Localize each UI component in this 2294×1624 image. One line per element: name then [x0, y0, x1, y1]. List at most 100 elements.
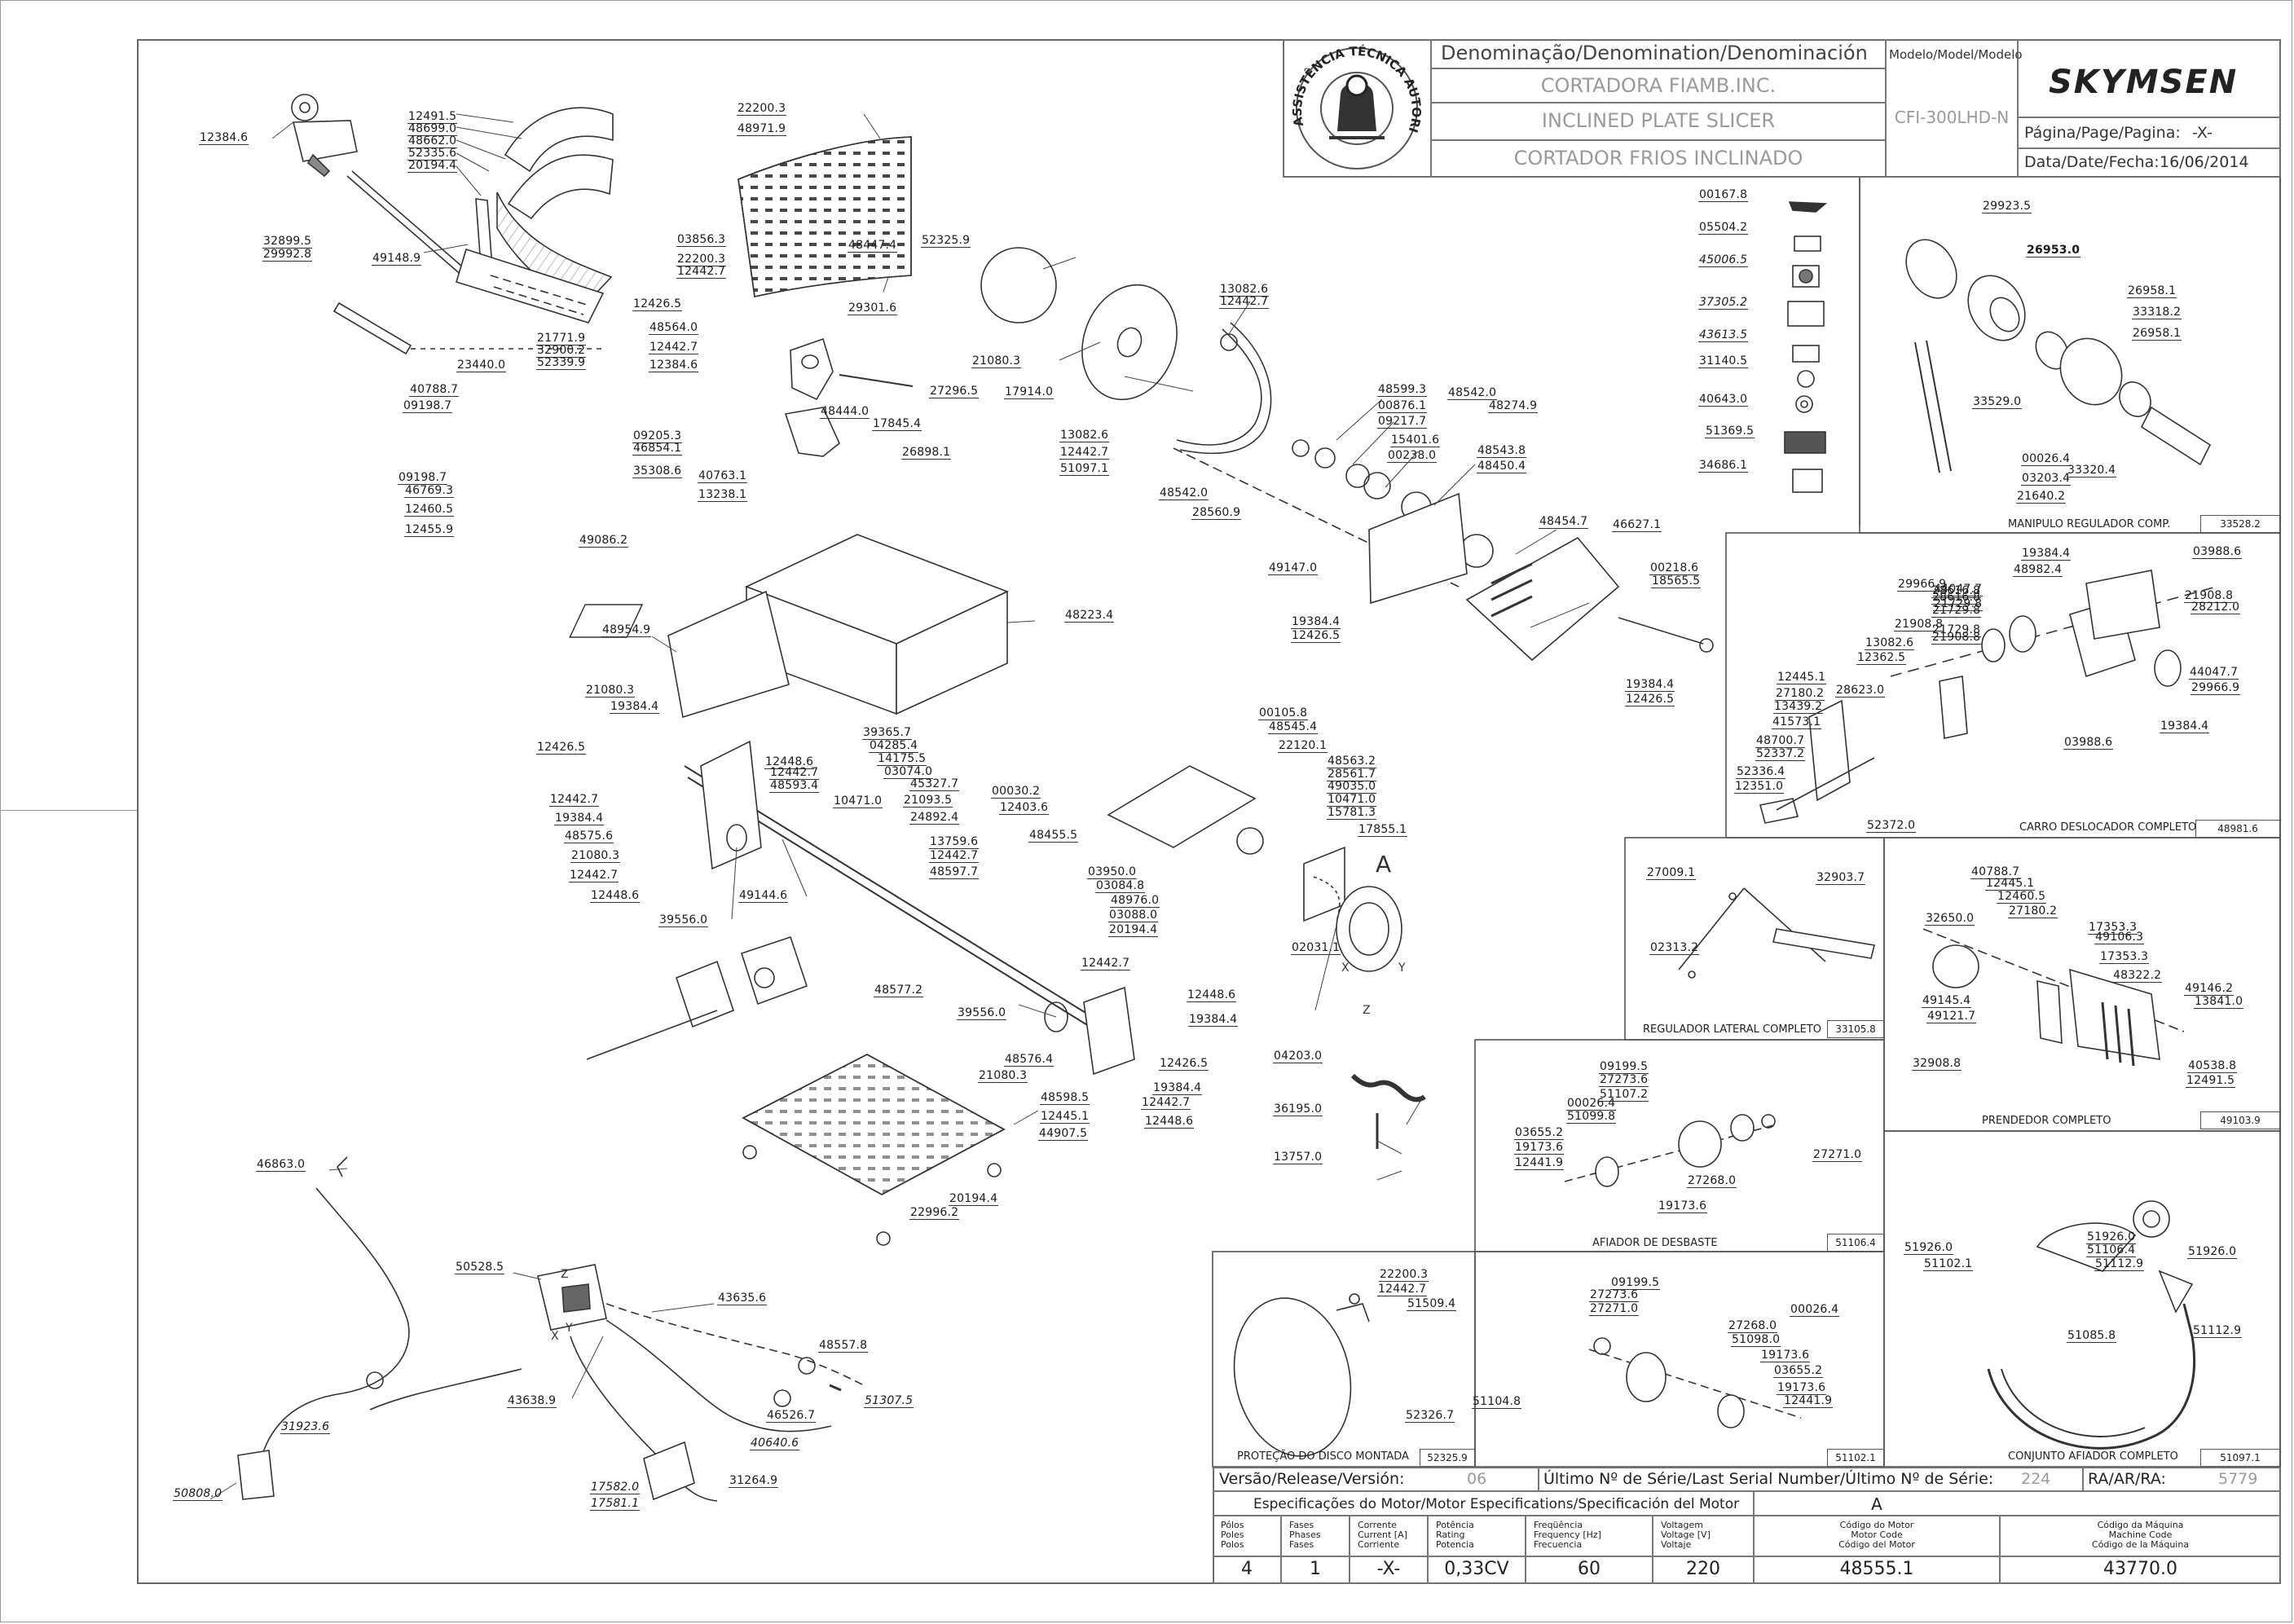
- part-number-label: 12441.9: [1514, 1156, 1565, 1170]
- part-number-label: 45327.7: [909, 777, 960, 791]
- subassembly-code: 51102.1: [1827, 1449, 1884, 1467]
- part-number-label: 48455.5: [1028, 829, 1079, 843]
- part-number-label: 04285.4: [869, 739, 919, 753]
- part-number-label: 03655.2: [1773, 1364, 1824, 1378]
- part-number-label: 19173.6: [1777, 1381, 1827, 1395]
- part-number-label: 32899.5: [262, 235, 313, 249]
- ra-label: RA/AR/RA:: [2088, 1470, 2166, 1488]
- part-number-label: 14175.5: [877, 752, 927, 766]
- part-number-label: 12442.7: [1219, 295, 1270, 309]
- name-portuguese: CORTADORA FIAMB.INC.: [1540, 74, 1777, 97]
- version-label: Versão/Release/Versión:: [1219, 1470, 1405, 1488]
- part-number-label: 48593.4: [769, 779, 820, 793]
- harness-y-label: Y: [566, 1322, 573, 1335]
- part-number-label: 13082.6: [1865, 636, 1915, 650]
- part-number-label: 19173.6: [1658, 1199, 1708, 1213]
- part-number-label: 12448.6: [590, 889, 641, 903]
- part-number-label: 49144.6: [738, 889, 789, 903]
- part-number-label: 28561.7: [1327, 768, 1377, 781]
- part-number-label: 19384.4: [610, 700, 660, 714]
- part-number-label: 12442.7: [1377, 1283, 1428, 1296]
- part-number-label: 12426.5: [536, 741, 587, 755]
- spec-header-cell: [1281, 1516, 1350, 1556]
- part-number-label: 29966.9: [2191, 681, 2241, 695]
- part-number-label: 10471.0: [1327, 793, 1377, 807]
- ra-value: 5779: [2218, 1470, 2258, 1488]
- part-number-label: 51307.5: [864, 1394, 914, 1408]
- subassembly-code: 33105.8: [1827, 1020, 1884, 1038]
- part-number-label: 48454.7: [1539, 515, 1589, 529]
- part-number-label: 09198.7: [403, 399, 453, 413]
- part-number-label: 28616.8: [1931, 591, 1982, 605]
- part-number-label: 12384.6: [199, 131, 249, 145]
- part-number-label: 48542.0: [1159, 486, 1209, 500]
- subassembly-code: 51106.4: [1827, 1234, 1884, 1252]
- spec-value: 48555.1: [1839, 1559, 1914, 1579]
- part-number-label: 29301.6: [848, 301, 898, 315]
- subassembly-code: 33528.2: [2200, 515, 2280, 533]
- part-number-label: 51102.1: [1923, 1257, 1974, 1271]
- part-number-label: 40788.7: [409, 383, 460, 397]
- axis-z-label: Z: [1363, 1004, 1371, 1017]
- part-number-label: 40643.0: [1698, 393, 1749, 407]
- part-number-label: 49121.7: [1926, 1010, 1977, 1023]
- part-number-label: 32900.2: [536, 344, 587, 358]
- part-number-label: 12384.6: [649, 359, 699, 372]
- part-number-label: 40640.6: [750, 1437, 800, 1450]
- footer-table: [1213, 1467, 2281, 1584]
- part-number-label: 52336.4: [1736, 765, 1786, 779]
- part-number-label: 03950.0: [1087, 865, 1138, 879]
- part-number-label: 43635.6: [717, 1292, 768, 1305]
- subassembly-title: AFIADOR DE DESBASTE: [1592, 1237, 1718, 1249]
- spec-value-cell: [1281, 1556, 1350, 1584]
- part-number-label: 49146.2: [2184, 982, 2235, 996]
- part-number-label: 12442.7: [1081, 957, 1131, 970]
- subassembly-title: REGULADOR LATERAL COMPLETO: [1643, 1023, 1822, 1036]
- date-label: Data/Date/Fecha:: [2024, 153, 2160, 171]
- part-number-label: 28616.8: [1931, 584, 1982, 598]
- part-number-label: 48699.0: [407, 122, 458, 136]
- part-number-label: 49145.4: [1922, 994, 1972, 1008]
- part-number-label: 10471.0: [833, 794, 883, 808]
- part-number-label: 45006.5: [1698, 253, 1749, 267]
- part-number-label: 46769.3: [404, 484, 455, 498]
- part-number-label: 48563.2: [1327, 755, 1377, 768]
- part-number-label: 12442.7: [1141, 1096, 1191, 1110]
- part-number-label: 32903.7: [1816, 871, 1866, 885]
- title-block: [1283, 39, 2281, 178]
- part-number-label: 40763.1: [698, 469, 748, 483]
- part-number-label: 12491.5: [407, 110, 458, 124]
- part-number-label: 39556.0: [658, 913, 709, 927]
- part-number-label: 17914.0: [1004, 385, 1055, 399]
- part-number-label: 18565.5: [1651, 574, 1702, 588]
- part-number-label: 46627.1: [1612, 518, 1662, 532]
- part-number-label: 15781.3: [1327, 806, 1377, 820]
- part-number-label: 12460.5: [1997, 890, 2047, 904]
- spec-value: 220: [1686, 1559, 1720, 1579]
- part-number-label: 19384.4: [2160, 720, 2210, 733]
- part-number-label: 22120.1: [1278, 739, 1328, 753]
- part-number-label: 37305.2: [1698, 296, 1749, 310]
- part-number-label: 05504.2: [1698, 221, 1749, 235]
- part-number-label: 50528.5: [455, 1261, 505, 1274]
- page-value: -X-: [2192, 124, 2213, 142]
- spec-value-cell: [1350, 1556, 1428, 1584]
- part-number-label: 12448.6: [1144, 1115, 1195, 1129]
- part-number-label: 17581.1: [590, 1497, 641, 1511]
- spec-value-cell: [1526, 1556, 1653, 1584]
- part-number-label: 26958.1: [2127, 284, 2177, 298]
- part-number-label: 12442.7: [1059, 446, 1110, 460]
- part-number-label: 21729.8: [1933, 597, 1984, 611]
- part-number-label: 00026.4: [2021, 452, 2072, 466]
- part-number-label: 44907.5: [1038, 1127, 1089, 1141]
- part-number-label: 27271.0: [1812, 1148, 1863, 1162]
- part-number-label: 03084.8: [1095, 879, 1146, 893]
- part-number-label: 00105.8: [1258, 706, 1309, 720]
- part-number-label: 44047.7: [2189, 666, 2239, 680]
- part-number-label: 51926.0: [2086, 1230, 2137, 1244]
- spec-header-cell: [1350, 1516, 1428, 1556]
- model-value: CFI-300LHD-N: [1894, 108, 2010, 127]
- part-number-label: 00238.0: [1387, 449, 1438, 463]
